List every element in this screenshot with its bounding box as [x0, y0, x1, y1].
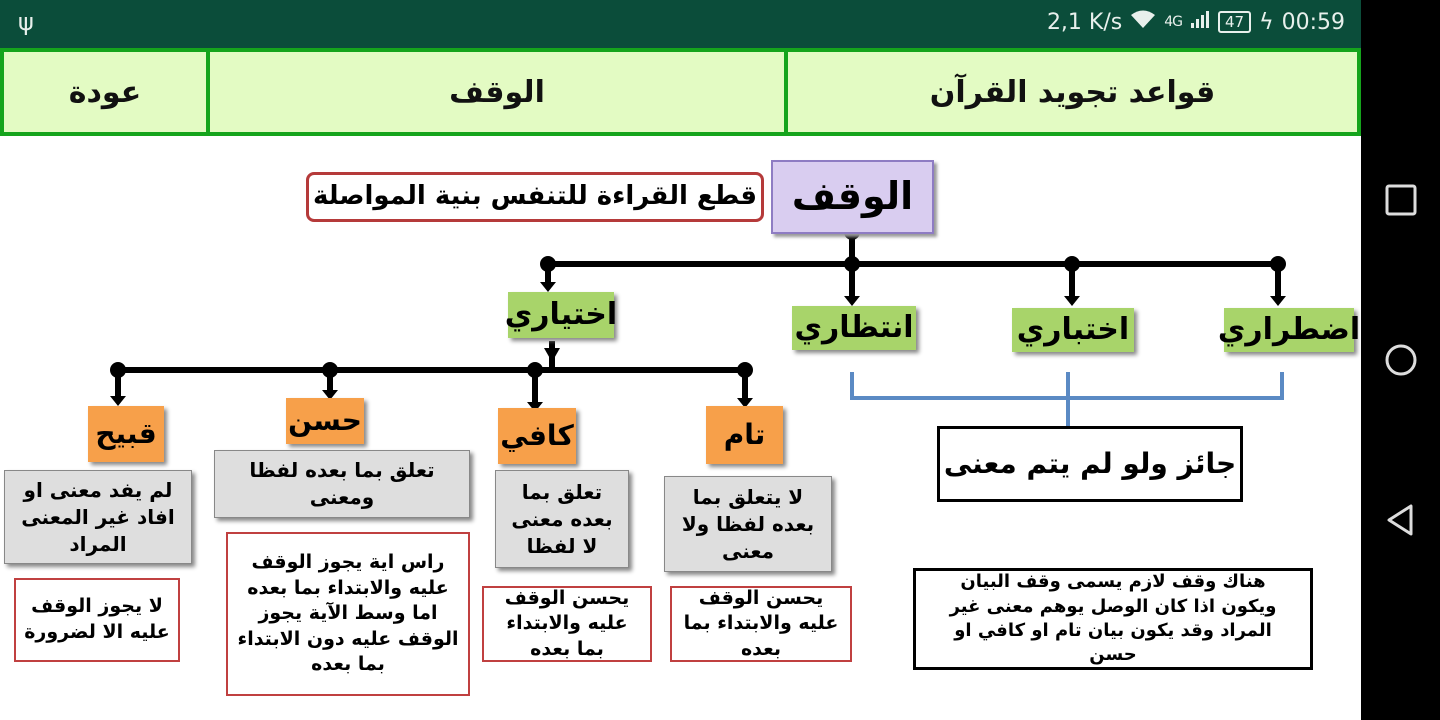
allowed-box: جائز ولو لم يتم معنى	[937, 426, 1243, 502]
tab-tajweed-rules[interactable]: قواعد تجويد القرآن	[788, 48, 1361, 136]
status-bar: ψ 2,1 K/s 4G 47 ϟ 00:59	[0, 0, 1361, 48]
type-ikhtibari: اختباري	[1012, 308, 1134, 352]
back-button[interactable]: عودة	[0, 48, 210, 136]
clock: 00:59	[1281, 9, 1345, 35]
battery-icon: 47	[1217, 11, 1252, 33]
kafi-rule: يحسن الوقف عليه والابتداء بما بعده	[482, 586, 652, 662]
subtype-qabih: قبيح	[88, 406, 164, 462]
type-ikhtiyari: اختياري	[505, 292, 617, 338]
android-nav-bar	[1361, 0, 1440, 720]
subtype-hasan: حسن	[286, 398, 364, 444]
wifi-icon	[1130, 9, 1156, 35]
qabih-description: لم يفد معنى او افاد غير المعنى المراد	[4, 470, 192, 564]
tam-rule: يحسن الوقف عليه والابتداء بما بعده	[670, 586, 852, 662]
waqf-bayan-note: هناك وقف لازم يسمى وقف البيان ويكون اذا …	[913, 568, 1313, 670]
recents-icon[interactable]	[1383, 182, 1419, 218]
kafi-description: تعلق بما بعده معنى لا لفظا	[495, 470, 629, 568]
charging-icon: ϟ	[1259, 9, 1274, 35]
hasan-rule: راس اية يجوز الوقف عليه والابتداء بما بع…	[226, 532, 470, 696]
qabih-rule: لا يجوز الوقف عليه الا لضرورة	[14, 578, 180, 662]
home-icon[interactable]	[1383, 342, 1419, 378]
tab-waqf[interactable]: الوقف	[210, 48, 788, 136]
type-idtirari: اضطراري	[1218, 308, 1360, 352]
root-node-waqf: الوقف	[771, 160, 934, 234]
network-type: 4G	[1164, 14, 1183, 30]
subtype-tam: تام	[706, 406, 783, 464]
type-intizari: انتظاري	[792, 306, 916, 350]
signal-icon	[1190, 9, 1210, 35]
tam-description: لا يتعلق بما بعده لفظا ولا معنى	[664, 476, 832, 572]
back-icon[interactable]	[1383, 502, 1419, 538]
waqf-definition: قطع القراءة للتنفس بنية المواصلة	[306, 172, 764, 222]
waqf-diagram: الوقف قطع القراءة للتنفس بنية المواصلة ا…	[0, 136, 1361, 720]
subtype-kafi: كافي	[498, 408, 576, 464]
network-speed: 2,1 K/s	[1046, 9, 1123, 35]
hasan-description: تعلق بما بعده لفظا ومعنى	[214, 450, 470, 518]
app-screen: ψ 2,1 K/s 4G 47 ϟ 00:59 عودة الوقف قواعد…	[0, 0, 1361, 720]
top-nav: عودة الوقف قواعد تجويد القرآن	[0, 48, 1361, 136]
usb-icon: ψ	[18, 8, 34, 36]
